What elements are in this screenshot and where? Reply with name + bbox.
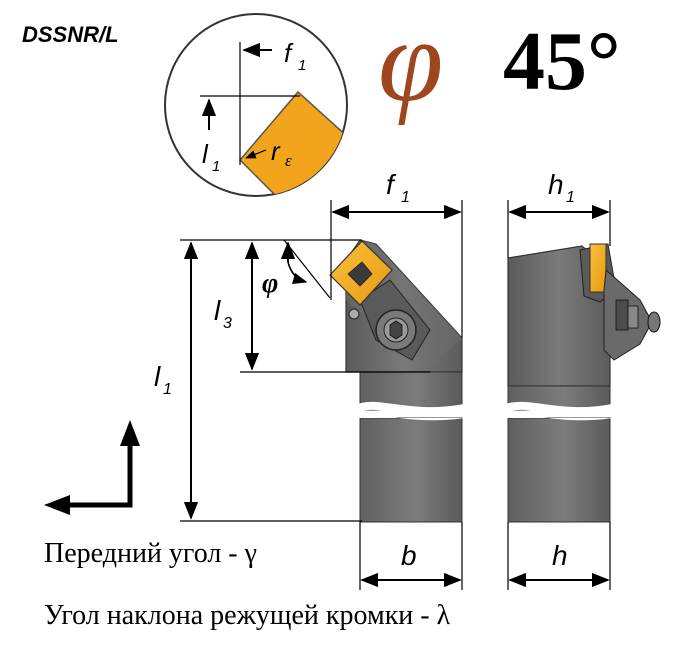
dim-label-b: b <box>401 540 417 571</box>
approach-angle-symbol: φ <box>378 0 444 126</box>
dim-label-h1: h <box>548 169 564 200</box>
approach-angle-value: 45° <box>503 15 621 108</box>
detail-label-r: r <box>271 136 281 166</box>
front-view-holder <box>329 239 465 523</box>
dim-label-l3: l <box>214 295 221 326</box>
detail-label-l1-sub: 1 <box>212 158 220 175</box>
dim-label-h: h <box>552 540 568 571</box>
coordinate-axes-icon <box>44 420 140 515</box>
rake-angle-caption: Передний угол - γ <box>44 538 257 569</box>
dim-label-l1: l <box>154 361 161 392</box>
dim-label-l1-sub: 1 <box>163 381 172 398</box>
detail-label-l1: l <box>202 139 209 169</box>
dim-label-h1-sub: 1 <box>566 189 575 206</box>
detail-label-r-sub: ε <box>285 151 292 170</box>
detail-insert <box>238 90 347 196</box>
dimension-lines <box>180 200 611 590</box>
side-insert <box>589 243 607 293</box>
inclination-angle-caption: Угол наклона режущей кромки - λ <box>44 600 451 631</box>
side-view-holder <box>504 243 661 523</box>
detail-label-f1: f <box>284 38 294 68</box>
dim-label-f1: f <box>386 169 397 200</box>
tool-code-label: DSSNR/L <box>22 22 119 47</box>
detail-label-f1-sub: 1 <box>298 57 306 74</box>
detail-circle <box>164 13 348 197</box>
dim-label-f1-sub: 1 <box>401 189 410 206</box>
dim-label-phi: φ <box>262 268 278 299</box>
dim-label-l3-sub: 3 <box>223 315 232 332</box>
